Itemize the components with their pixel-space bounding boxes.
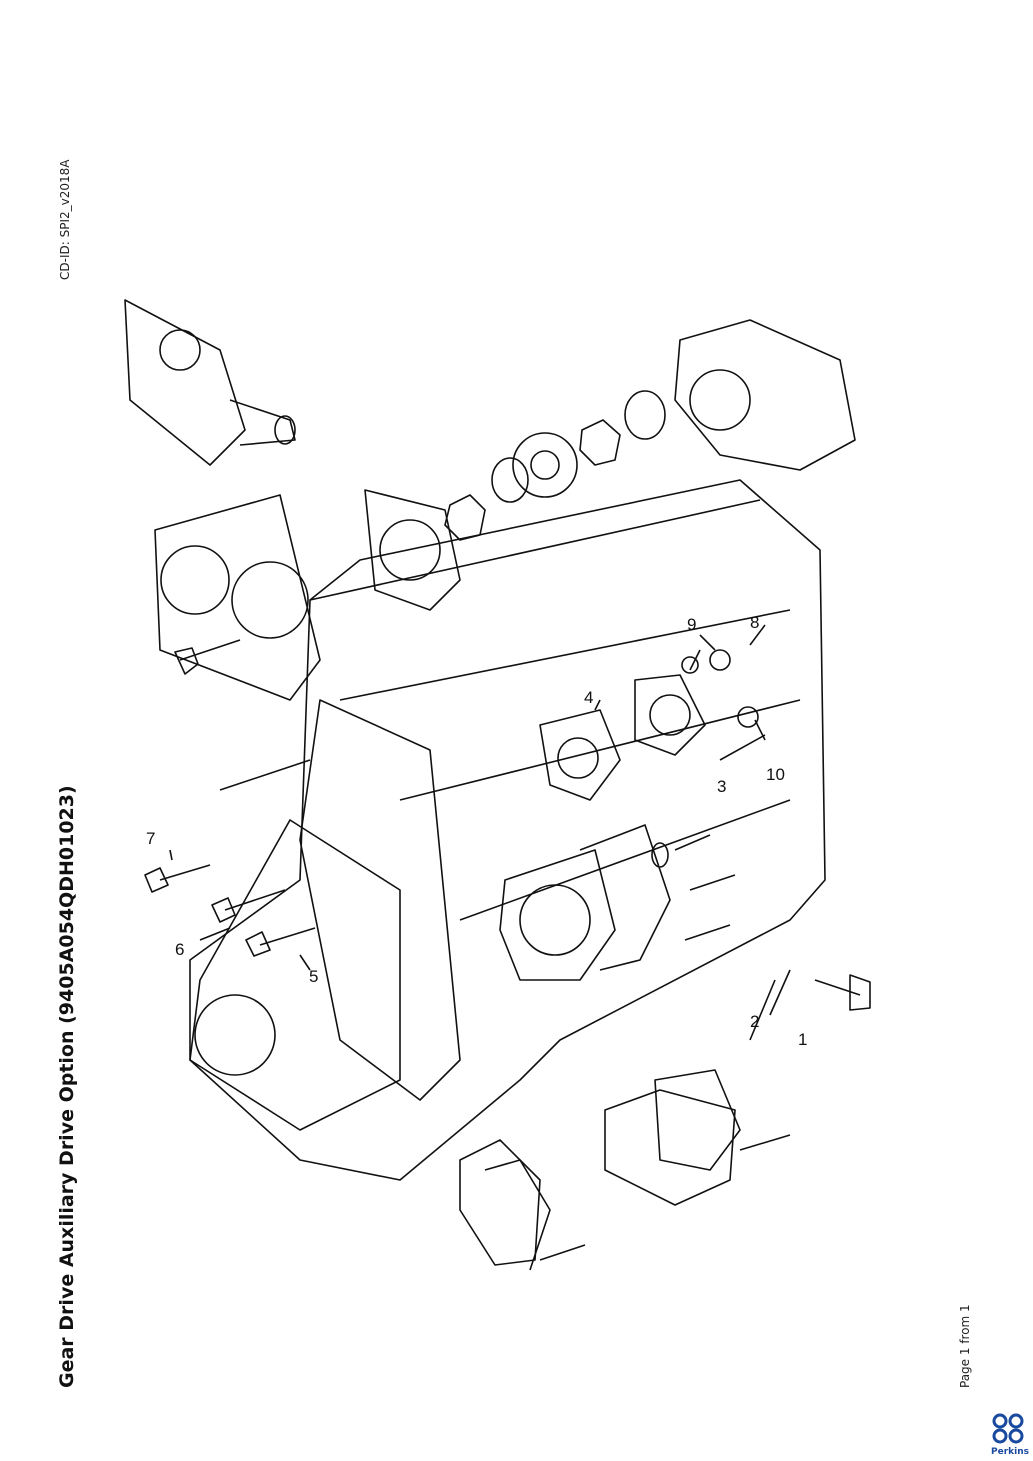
- brand-name: Perkins: [991, 1447, 1029, 1457]
- callout-8: 8: [750, 613, 759, 632]
- callout-2: 2: [750, 1012, 759, 1031]
- thermostat-housing: [124, 299, 246, 466]
- callout-7: 7: [146, 829, 155, 848]
- exploded-parts-diagram: 1 2 3 4 5 6 7 8 9 10: [124, 299, 871, 1271]
- callout-3: 3: [717, 777, 726, 796]
- callout-labels: 1 2 3 4 5 6 7 8 9 10: [146, 613, 807, 1049]
- callout-1: 1: [798, 1030, 807, 1049]
- page-info: Page 1 from 1: [958, 1304, 972, 1388]
- callout-4: 4: [584, 688, 593, 707]
- callout-10: 10: [766, 765, 785, 784]
- front-plate: [299, 699, 461, 1101]
- callout-5: 5: [309, 967, 318, 986]
- callout-6: 6: [175, 940, 184, 959]
- aux-pump: [674, 319, 856, 471]
- perkins-logo: [992, 1413, 1024, 1444]
- cd-id-label: CD-ID: SPI2_v2018A: [58, 159, 72, 280]
- bolts: [144, 639, 871, 1261]
- timing-cover: [189, 819, 401, 1131]
- callout-9: 9: [687, 615, 696, 634]
- page-title: Gear Drive Auxiliary Drive Option (9405A…: [56, 785, 78, 1388]
- gear: [512, 432, 578, 498]
- gasket-top: [364, 489, 461, 611]
